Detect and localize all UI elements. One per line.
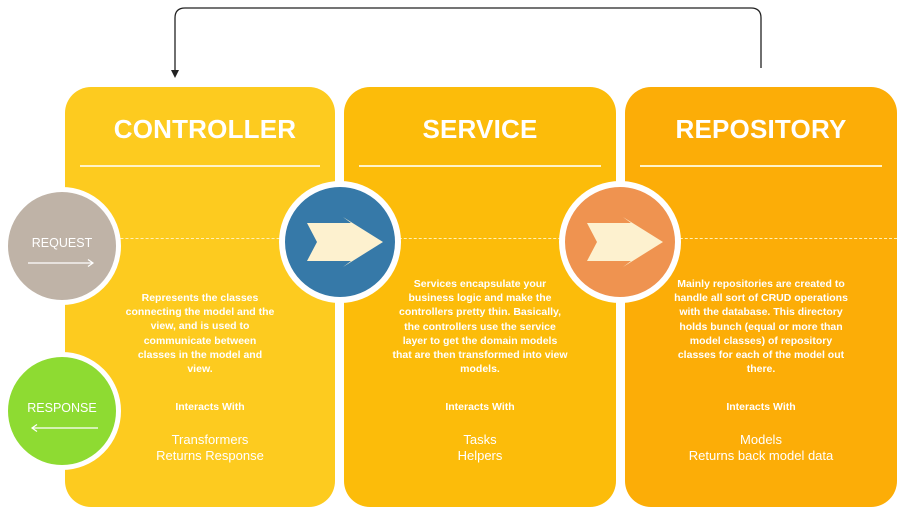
repository-dashed-flow-line [625, 238, 897, 239]
service-title: SERVICE [422, 114, 538, 144]
controller-interacts-title: Interacts With [175, 401, 245, 413]
request-label: REQUEST [31, 236, 93, 250]
controller-interacts-item: Returns Response [156, 448, 264, 463]
controller-description: Represents the classes connecting the mo… [125, 292, 275, 376]
service-interacts-list: Tasks Helpers [344, 432, 616, 464]
service-panel: SERVICE Services encapsulate your busine… [344, 87, 616, 507]
arrow-left-icon [30, 424, 98, 432]
repository-interacts-item: Models [740, 432, 782, 447]
controller-interacts-item: Transformers [171, 432, 249, 447]
request-node: REQUEST [3, 187, 121, 305]
service-to-repository-connector [559, 181, 681, 303]
repository-interacts-list: Models Returns back model data [625, 432, 897, 464]
repository-title-rule [640, 165, 882, 167]
controller-interacts-list: Transformers Returns Response [75, 432, 345, 464]
response-node: RESPONSE [3, 352, 121, 470]
service-title-rule [359, 165, 601, 167]
chevron-arrow-right-icon [587, 217, 663, 267]
repository-interacts-item: Returns back model data [688, 448, 834, 463]
controller-to-service-connector [279, 181, 401, 303]
arrow-right-icon [28, 259, 95, 267]
controller-dashed-flow-line [65, 238, 335, 239]
service-description: Services encapsulate your business logic… [392, 278, 568, 376]
controller-title: CONTROLLER [113, 114, 297, 144]
response-label: RESPONSE [27, 401, 97, 415]
controller-panel: CONTROLLER Represents the classes connec… [65, 87, 335, 507]
repository-interacts-title: Interacts With [726, 401, 796, 413]
repository-description: Mainly repositories are created to handl… [674, 278, 848, 376]
repository-panel: REPOSITORY Mainly repositories are creat… [625, 87, 897, 507]
service-dashed-flow-line [344, 238, 616, 239]
service-interacts-item: Tasks [463, 432, 497, 447]
service-interacts-title: Interacts With [445, 401, 515, 413]
service-interacts-item: Helpers [457, 448, 503, 463]
chevron-arrow-right-icon [307, 217, 383, 267]
repository-title: REPOSITORY [675, 114, 847, 144]
controller-title-rule [80, 165, 320, 167]
